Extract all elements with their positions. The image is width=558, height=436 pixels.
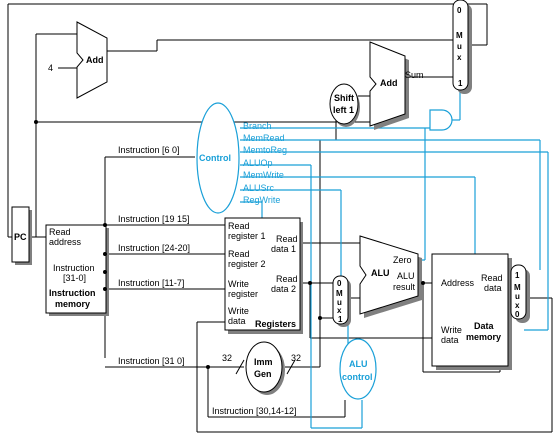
field-funct: Instruction [30,14-12] [212,406,297,416]
shift-label-2: left 1 [333,105,354,115]
control-unit [196,102,240,214]
wire-junctions [34,120,425,369]
mem-to-reg-mux [510,264,527,320]
dmem-title-1: Data [474,321,495,331]
imem-title-1: Instruction [49,288,96,298]
pc-adder-label: Add [86,55,104,65]
reg-rdata2-1: Read [276,274,298,284]
bus-width-out: 32 [291,353,301,363]
imem-read-address-1: Read [49,227,71,237]
mux-top-0: 0 [457,6,462,15]
alu-control [339,338,377,400]
bus-width-in: 32 [222,353,232,363]
mux-top-u: u [457,42,462,51]
reg-read1-1: Read [228,221,250,231]
mux-alu-u: u [337,298,342,307]
imem-instruction-1: Instruction [53,263,95,273]
signal-branch: Branch [243,121,272,131]
signal-memwrite: MemWrite [243,170,284,180]
mux-top-1: 1 [458,79,463,88]
data-memory [431,253,509,367]
alu-control-label-2: control [342,372,373,382]
branch-adder-sum-label: Sum [405,70,424,80]
branch-and-gate [429,109,453,131]
imem-instruction-2: [31-0] [63,273,86,283]
signal-memtoreg: MemtoReg [243,145,287,155]
dmem-read-data-1: Read [481,273,503,283]
imm-gen-label-1: Imm [254,357,273,367]
instruction-memory [45,224,107,314]
mux-wb-x: x [515,301,520,310]
dmem-title-2: memory [466,332,501,342]
shift-label-1: Shift [334,93,354,103]
mux-wb-m: M [514,283,521,292]
alu-result-2: result [393,282,416,292]
imem-title-2: memory [55,299,90,309]
field-imm: Instruction [31 0] [118,356,185,366]
alu-control-label-1: ALU [349,359,368,369]
dmem-write-data-1: Write [441,325,462,335]
branch-adder [369,41,406,127]
dmem-write-data-2: data [441,335,459,345]
alu [359,235,419,315]
signal-aluop: ALUOp [243,158,273,168]
field-opcode: Instruction [6 0] [118,145,180,155]
signal-regwrite: RegWrite [243,195,280,205]
reg-write-1: Write [228,279,249,289]
control-wires [240,90,549,429]
alu-result-1: ALU [397,271,415,281]
mux-wb-0: 0 [515,310,520,319]
imm-gen-label-2: Gen [254,369,272,379]
field-rs2: Instruction [24-20] [118,243,190,253]
pc-source-mux [452,0,469,91]
pc-adder [76,21,108,99]
mux-alu-x: x [337,306,342,315]
mux-top-m: M [456,31,463,40]
mux-top-x: x [457,53,462,62]
reg-write-2: register [228,289,258,299]
pc-label: PC [14,232,27,242]
reg-rdata2-2: data 2 [271,284,296,294]
control-signal-labels: Branch MemRead MemtoReg ALUOp MemWrite A… [243,121,287,205]
imm-gen [245,341,283,393]
branch-adder-label: Add [380,78,398,88]
registers-title: Registers [255,319,296,329]
dmem-read-data-2: data [484,283,502,293]
reg-rdata1-2: data 1 [271,244,296,254]
mux-wb-u: u [515,292,520,301]
mux-alu-1: 1 [338,315,343,324]
field-rs1: Instruction [19 15] [118,214,190,224]
reg-read1-2: register 1 [228,231,266,241]
pc-adder-constant: 4 [48,63,53,73]
alu-zero-label: Zero [393,255,412,265]
shift-left-1 [329,83,359,125]
imem-read-address-2: address [49,237,82,247]
register-file [224,217,301,331]
reg-read2-1: Read [228,249,250,259]
field-rd: Instruction [11-7] [118,278,184,288]
alu-label: ALU [371,268,390,278]
reg-rdata1-1: Read [276,234,298,244]
reg-wdata-2: data [228,316,246,326]
control-label: Control [199,153,231,163]
pc-register [11,206,30,263]
mux-wb-1: 1 [515,271,520,280]
mux-alu-m: M [336,289,343,298]
reg-wdata-1: Write [228,306,249,316]
reg-read2-2: register 2 [228,259,266,269]
signal-alusrc: ALUSrc [243,183,275,193]
mux-alu-0: 0 [337,279,342,288]
alu-src-mux [332,275,349,325]
dmem-address: Address [441,278,475,288]
signal-memread: MemRead [243,133,285,143]
